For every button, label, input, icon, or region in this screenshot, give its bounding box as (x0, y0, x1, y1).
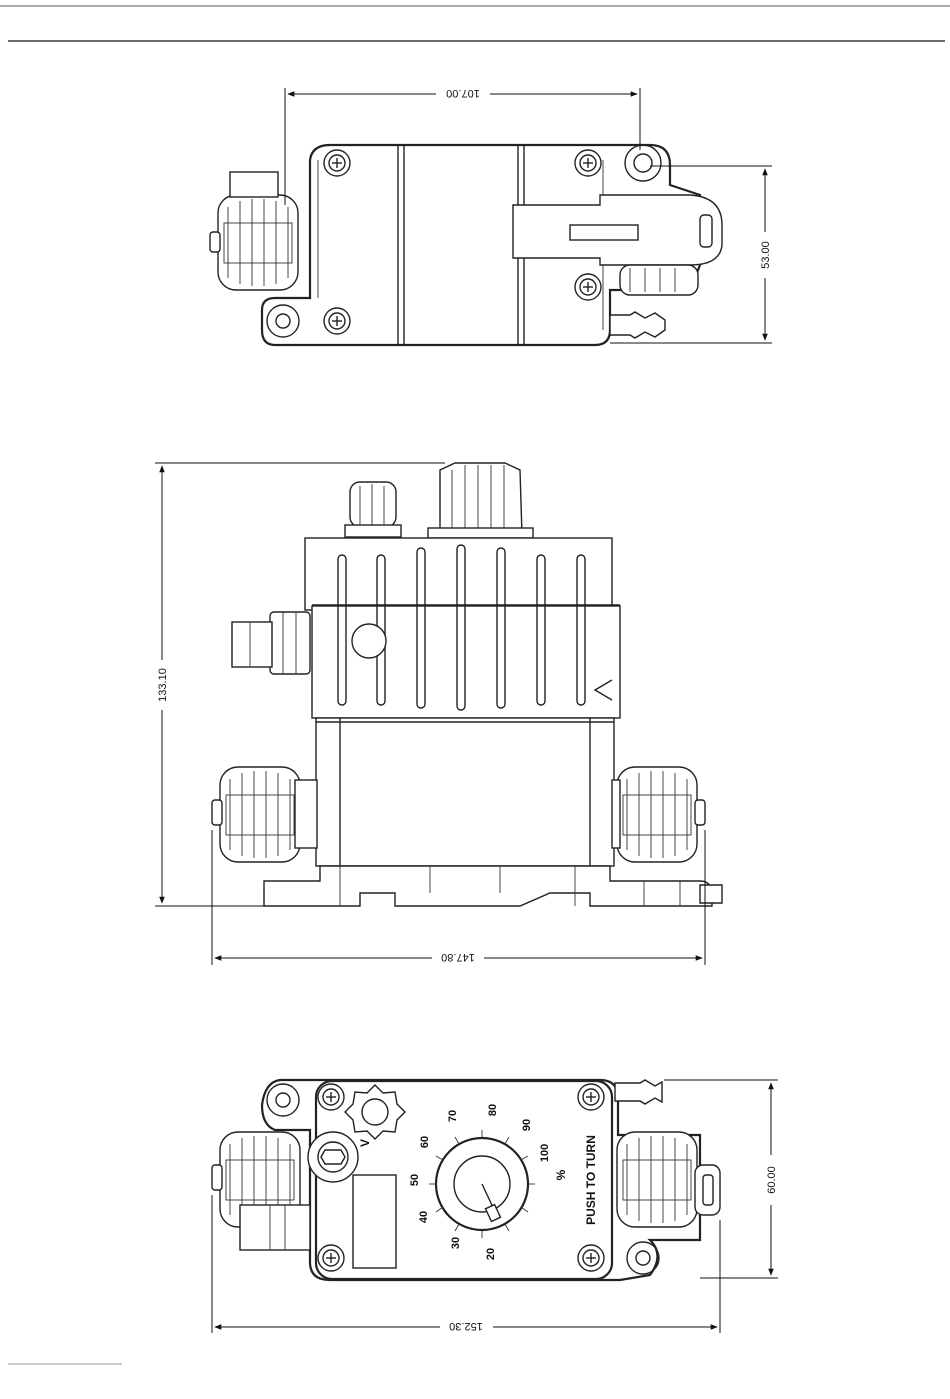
front-view: 133.10 147.80 (155, 463, 722, 965)
dial-label-20: 20 (485, 1248, 497, 1260)
push-to-turn-label: PUSH TO TURN (584, 1135, 598, 1225)
dial-label-40: 40 (418, 1211, 430, 1223)
dial-label-80: 80 (487, 1104, 499, 1116)
dial-label-90: 90 (521, 1119, 533, 1131)
dial-label-30: 30 (450, 1237, 462, 1249)
dial-label-50: 50 (409, 1174, 421, 1186)
dim-top-height: 53.00 (760, 241, 772, 269)
percent-sign: % (554, 1169, 568, 1180)
dim-bottom-width: 152.30 (449, 1320, 483, 1332)
knob-marking: V (358, 1139, 372, 1147)
dim-front-height: 133.10 (157, 668, 169, 702)
top-view: 107.00 53.00 (210, 87, 772, 345)
dim-top-width: 107.00 (446, 87, 480, 99)
dim-front-width: 147.80 (441, 951, 475, 963)
dim-bottom-height: 60.00 (766, 1166, 778, 1194)
dial-label-100: 100 (539, 1144, 551, 1162)
control-panel-view: V 20 30 40 50 60 (212, 1080, 778, 1333)
dial-label-70: 70 (447, 1110, 459, 1122)
dial-label-60: 60 (419, 1136, 431, 1148)
